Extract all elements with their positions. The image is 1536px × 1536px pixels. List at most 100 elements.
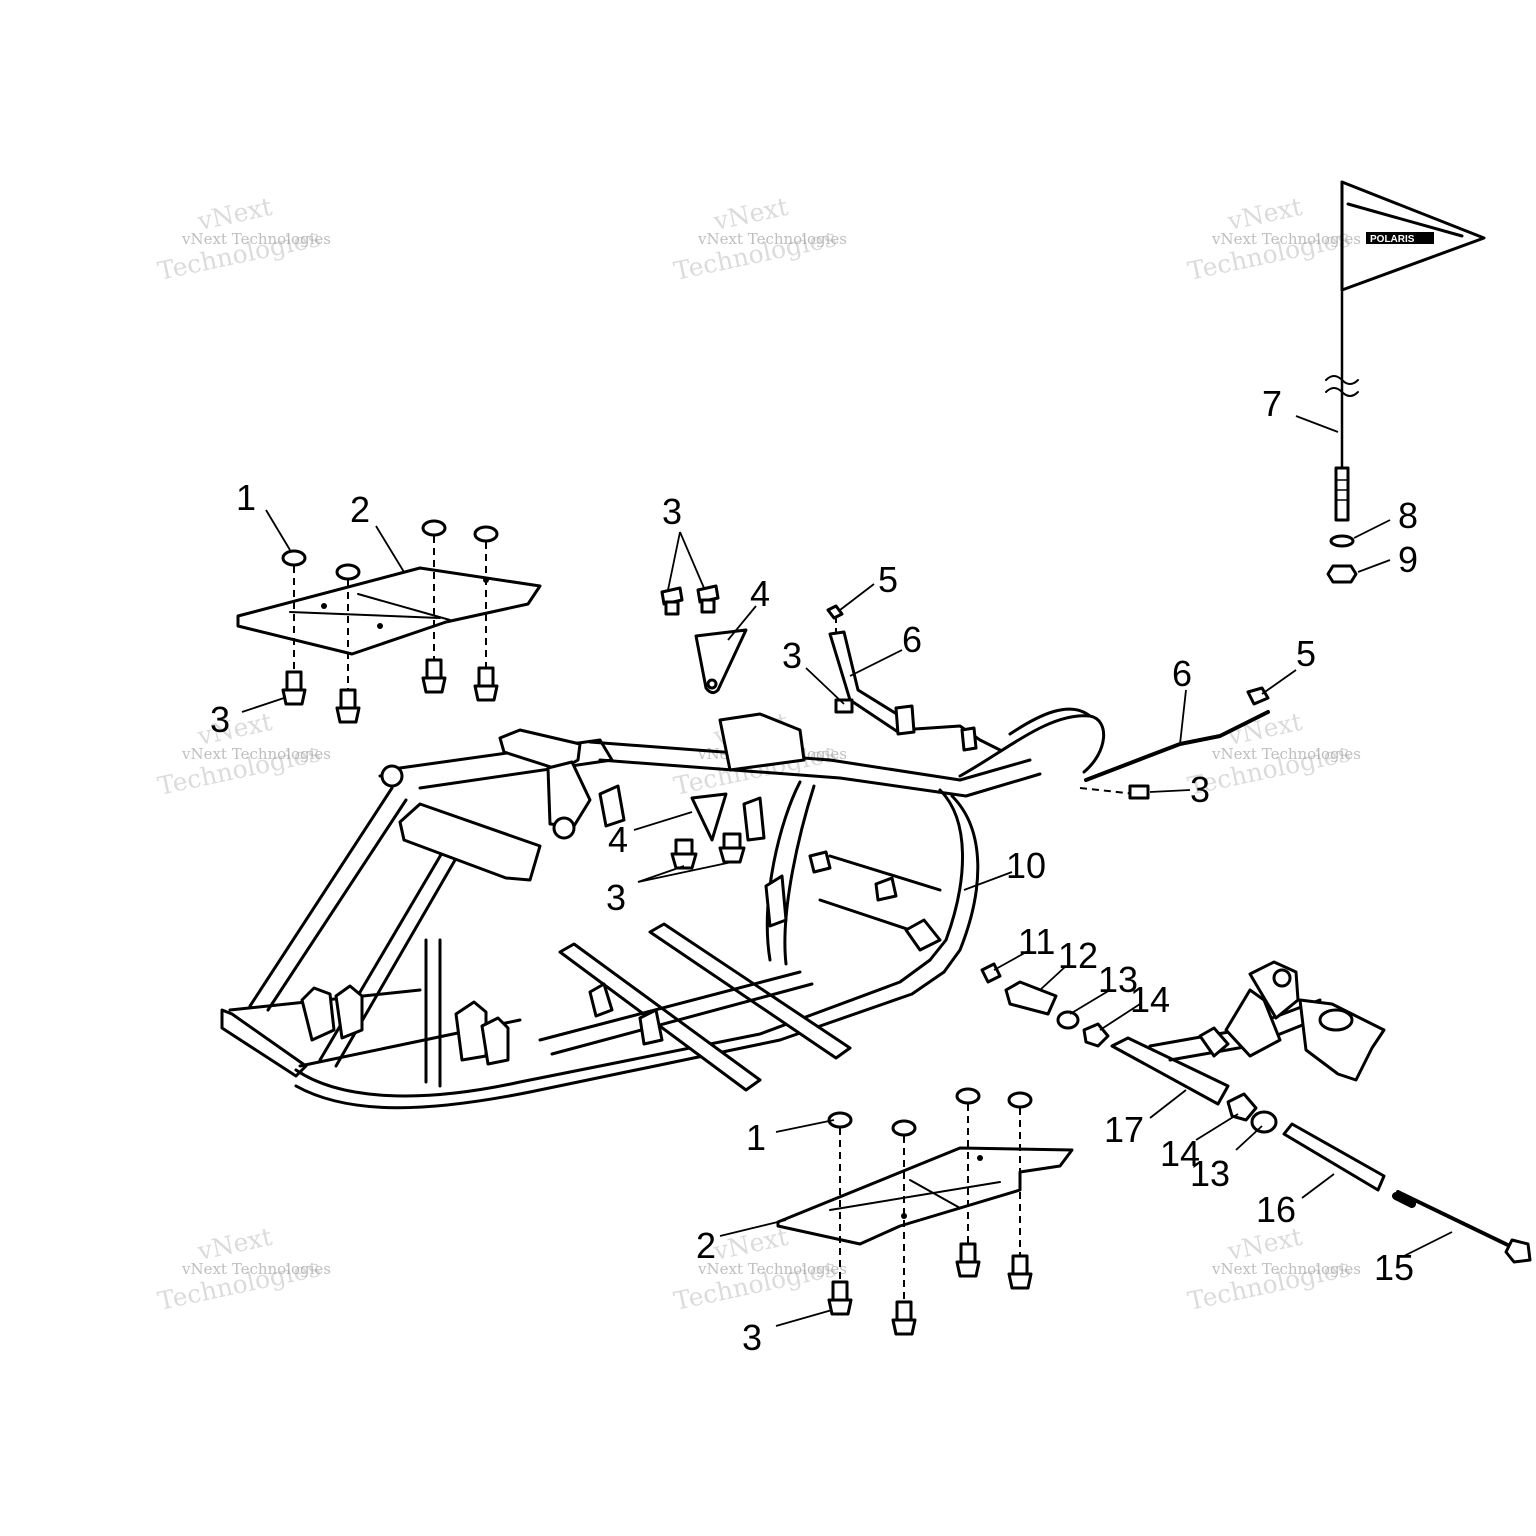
skid-plate-2-top [236,566,542,656]
bolt [421,658,447,694]
watermark-bottom-left: vNext vNext Technologies Technologies [155,1222,331,1316]
watermark-text: vNext Technologies [1211,745,1361,763]
callout-3: 3 [742,1317,762,1358]
bolt [1128,784,1150,800]
callout-14: 14 [1160,1133,1200,1174]
flag-pole-break [1325,387,1359,397]
grommet [421,519,447,537]
bolt [955,1242,981,1278]
callout-1: 1 [746,1117,766,1158]
frame-10 [220,704,1105,1110]
watermark-top-center: vNext vNext Technologies Technologies [671,192,847,286]
callout-2: 2 [696,1225,716,1266]
callout-4: 4 [608,819,628,860]
skid-plate-front [236,519,542,724]
callout-3: 3 [606,877,626,918]
bolt [834,698,854,714]
bolt-15-shaft [1396,1190,1516,1250]
flag-logo-bar [1366,232,1434,244]
bolt [718,832,746,864]
callout-12: 12 [1058,935,1098,976]
a-arm-17 [1110,1036,1230,1106]
watermark-text: vNext Technologies [1211,230,1361,248]
bolt [660,586,684,616]
bolt [696,584,720,614]
bolt [1007,1254,1033,1290]
bolt-3 [281,670,307,706]
frame-rear-grab-rail [958,714,1105,778]
watermark-top-right: vNext vNext Technologies Technologies [1185,192,1361,286]
watermark-text: vNext Technologies [181,230,331,248]
bolt [670,838,698,870]
callout-15: 15 [1374,1247,1414,1288]
frame-seat-bracket [718,712,806,772]
callout-3: 3 [782,635,802,676]
callout-5: 5 [1296,633,1316,674]
callout-3: 3 [1190,769,1210,810]
grommet [891,1119,917,1137]
clip-5 [826,604,844,620]
bracket-6-right [1079,686,1270,800]
flag-pole-break [1325,375,1359,385]
grommet-1 [827,1111,853,1129]
watermark-mid-left: vNext vNext Technologies Technologies [155,707,331,801]
callout-6: 6 [1172,653,1192,694]
leader-lines [241,415,1453,1327]
frame-rear-hoop [765,780,802,962]
flag-pole-threaded-base [1334,466,1350,522]
callout-13: 13 [1098,959,1138,1000]
gusset-4-on-frame [690,792,728,842]
frame-lower-rail [294,970,946,1110]
bracket-6-rod [1084,710,1270,782]
bolt [473,666,499,702]
callout-3: 3 [662,491,682,532]
bushing-12 [1004,980,1058,1016]
callout-3: 3 [210,699,230,740]
watermark-mid-right: vNext vNext Technologies Technologies [1185,707,1361,801]
clip-5 [1246,686,1270,706]
watermark-text: vNext Technologies [181,1260,331,1278]
washer-13 [1250,1110,1278,1134]
callout-8: 8 [1398,495,1418,536]
frame-front-crossbar [220,1008,308,1078]
watermark-text: vNext Technologies [1211,1260,1361,1278]
callout-7: 7 [1262,383,1282,424]
watermark-top-left: vNext vNext Technologies Technologies [155,192,331,286]
callout-labels: 1 2 3 3 4 5 6 3 7 8 9 6 5 3 4 3 10 11 12… [210,383,1418,1358]
callout-9: 9 [1398,539,1418,580]
safety-flag: POLARIS [1325,180,1486,584]
washer-13 [1056,1010,1080,1030]
grommet [1007,1091,1033,1109]
grommet [955,1087,981,1105]
bolt [335,688,361,724]
watermark-text: vNext Technologies [181,745,331,763]
washer-8 [1329,534,1355,548]
gusset-assembly-top [660,584,748,695]
watermark-text: vNext Technologies [697,1260,847,1278]
watermark-text: vNext Technologies [697,230,847,248]
bolt-3 [827,1280,853,1316]
frame-front-upright [248,786,394,1008]
bolt [891,1300,917,1336]
callout-16: 16 [1256,1189,1296,1230]
frame-footrest [558,942,762,1092]
flag-inner-line [1346,202,1464,238]
callout-4: 4 [750,573,770,614]
nut-11 [980,962,1002,984]
frame-lower-rail [294,958,932,1098]
callout-6: 6 [902,619,922,660]
grommet [335,563,361,581]
callout-14: 14 [1130,979,1170,1020]
callout-11: 11 [1018,921,1055,962]
callout-1: 1 [236,477,256,518]
callout-17: 17 [1104,1109,1144,1150]
gusset-4 [694,628,748,695]
skid-plate-rear [776,1087,1074,1336]
flag-logo: POLARIS [1370,234,1415,245]
callout-5: 5 [878,559,898,600]
frame-steering-bracket [398,802,542,882]
watermark-bottom-right: vNext vNext Technologies Technologies [1185,1222,1361,1316]
callout-13: 13 [1190,1153,1230,1194]
callout-10: 10 [1006,845,1046,886]
